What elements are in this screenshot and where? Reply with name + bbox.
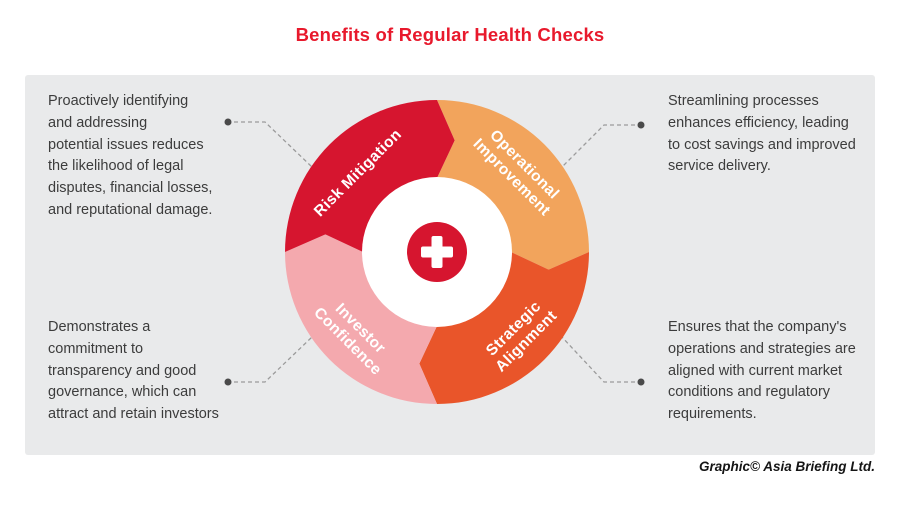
segment-investor-confidence xyxy=(285,234,437,404)
connector-bottom-right xyxy=(560,335,645,386)
annotation-strategic-alignment: Ensures that the company's operations an… xyxy=(668,319,856,422)
connector-line xyxy=(234,121,313,168)
benefits-wheel: Risk Mitigation Operational Improvement … xyxy=(285,100,589,404)
connector-dot xyxy=(224,118,232,126)
segment-operational-improvement xyxy=(437,100,589,270)
segment-strategic-alignment xyxy=(419,252,589,404)
annotation-operational-improvement: Streamlining processes enhances efficien… xyxy=(668,93,856,175)
connector-line xyxy=(560,335,635,383)
annotation-risk-mitigation: Proactively identifying and addressing p… xyxy=(48,93,213,218)
credit-line: Graphic© Asia Briefing Ltd. xyxy=(699,459,875,474)
connector-line xyxy=(560,124,635,169)
page-title: Benefits of Regular Health Checks xyxy=(295,24,605,45)
connector-top-left xyxy=(224,118,313,168)
connector-lines-layer xyxy=(224,118,645,386)
connector-line xyxy=(234,336,313,383)
connector-bottom-left xyxy=(224,336,313,386)
segment-risk-mitigation xyxy=(285,100,455,252)
connector-dot xyxy=(637,121,645,129)
annotation-investor-confidence: Demonstrates a commitment to transparenc… xyxy=(48,319,219,422)
connector-dot xyxy=(224,378,232,386)
health-cross-icon xyxy=(421,236,453,268)
connector-dot xyxy=(637,378,645,386)
connector-top-right xyxy=(560,121,645,169)
content-panel: Proactively identifying and addressing p… xyxy=(25,75,875,455)
